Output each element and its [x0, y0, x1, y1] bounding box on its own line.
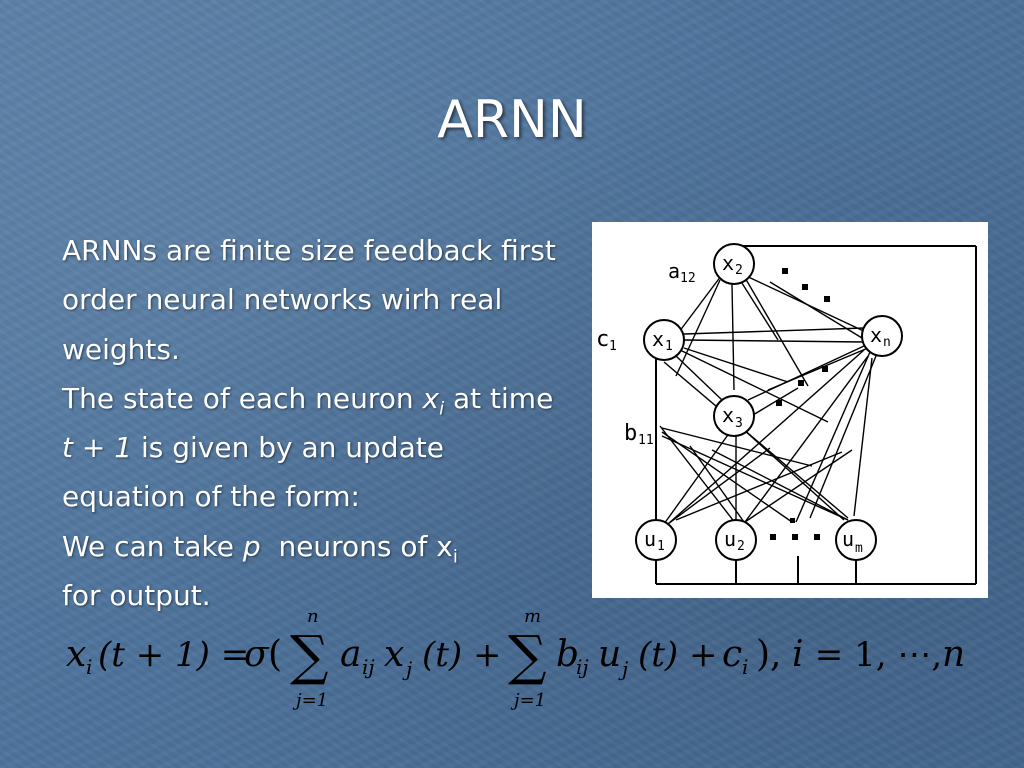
eq-index-i: i — [792, 634, 804, 675]
eq-a: a — [340, 634, 361, 675]
neuron-x1-sub: 1 — [665, 339, 673, 354]
neuron-x2-label: x — [722, 251, 734, 275]
body-line: weights. — [62, 325, 602, 374]
neuron-xn-sub: n — [883, 335, 891, 350]
network-diagram-svg: x 2 x 1 x n x 3 u 1 u 2 u m a 12 c 1 b 1… — [596, 243, 977, 585]
body-text-segment: We can take — [62, 529, 243, 563]
eq-sigma: σ — [244, 634, 270, 675]
eq-x-sub: i — [86, 655, 92, 679]
variable-subscript: i — [439, 398, 445, 420]
neuron-xn-label: x — [870, 323, 882, 347]
eq-b-sub: ij — [576, 655, 589, 679]
eq-close-paren: ), — [756, 634, 782, 675]
body-text-segment: neurons of x — [260, 529, 453, 563]
eq-sum1-lower: j=1 — [292, 690, 328, 711]
neuron-circles — [635, 243, 903, 561]
eq-xj-sub: j — [402, 657, 412, 681]
update-equation-svg: x i (t + 1) = σ ( n ∑ j=1 a ij x j (t) +… — [66, 606, 965, 711]
input-um-sub: m — [855, 541, 863, 556]
input-u1-sub: 1 — [657, 539, 665, 554]
input-u2-label: u — [724, 527, 736, 551]
eq-a-sub: ij — [362, 655, 375, 679]
body-line: for output. — [62, 571, 602, 620]
slide-title: ARNN — [437, 90, 587, 150]
slide-body: ARNNs are finite size feedback first ord… — [62, 226, 602, 620]
update-equation: x i (t + 1) = σ ( n ∑ j=1 a ij x j (t) +… — [0, 598, 1024, 718]
input-u1-label: u — [644, 527, 656, 551]
diagram-edges — [659, 271, 877, 527]
weight-a12-label: a — [668, 259, 680, 283]
eq-sum1-symbol: ∑ — [290, 624, 329, 687]
neuron-x1-label: x — [652, 327, 664, 351]
weight-a12-sub: 12 — [680, 271, 696, 286]
body-line: order neural networks wirh real — [62, 275, 602, 324]
body-line: equation of the form: — [62, 472, 602, 521]
eq-sum2-lower: j=1 — [510, 690, 546, 711]
input-um-label: u — [842, 527, 854, 551]
eq-c: c — [722, 634, 742, 675]
body-text-segment: ARNNs are finite size feedback first — [62, 234, 556, 267]
eq-term1: (t) + — [422, 635, 502, 675]
ellipsis-dots — [770, 268, 830, 540]
weight-b11-label: b — [624, 421, 637, 446]
eq-b: b — [556, 634, 579, 675]
variable-x: x — [422, 381, 440, 415]
variable-p: p — [242, 529, 261, 563]
eq-u-sub: j — [618, 657, 628, 681]
variable-t-plus-1: t + 1 — [62, 431, 133, 465]
body-text-segment: at time — [444, 381, 554, 415]
eq-lhs-arg: (t + 1) = — [98, 635, 249, 675]
body-line: We can take p neurons of xi — [62, 522, 602, 571]
eq-xj: x — [384, 634, 404, 675]
body-text-segment: order neural networks wirh real — [62, 283, 503, 317]
eq-x: x — [66, 634, 86, 675]
eq-term2: (t) + — [638, 635, 718, 675]
body-text-segment: for output. — [62, 579, 211, 613]
body-line: The state of each neuron xi at time — [62, 374, 602, 423]
eq-sum2-symbol: ∑ — [508, 624, 547, 687]
bias-c1-sub: 1 — [609, 339, 617, 354]
eq-sum2-upper: m — [524, 606, 541, 627]
body-text-segment: is given by an update — [132, 431, 444, 465]
body-text-segment: The state of each neuron — [62, 381, 423, 415]
eq-index-n: n — [942, 634, 965, 675]
neuron-x2-sub: 2 — [735, 263, 743, 278]
input-u2-sub: 2 — [737, 539, 745, 554]
neuron-x3-label: x — [722, 403, 734, 427]
eq-sum1-upper: n — [307, 606, 319, 627]
body-text-segment: weights. — [62, 332, 180, 366]
eq-c-sub: i — [742, 655, 748, 679]
body-text-segment: equation of the form: — [62, 480, 360, 514]
neuron-labels: x 2 x 1 x n x 3 u 1 u 2 u m a 12 c 1 b 1… — [596, 251, 891, 556]
weight-b11-sub: 11 — [638, 433, 654, 448]
body-line: ARNNs are finite size feedback first — [62, 226, 602, 275]
eq-range: = 1, ⋯, — [804, 635, 953, 675]
network-diagram: x 2 x 1 x n x 3 u 1 u 2 u m a 12 c 1 b 1… — [592, 222, 988, 598]
neuron-x3-sub: 3 — [735, 416, 743, 431]
body-line: t + 1 is given by an update — [62, 423, 602, 472]
variable-subscript: i — [452, 546, 458, 568]
eq-u: u — [598, 634, 621, 675]
eq-open-paren: ( — [268, 634, 282, 675]
diagram-frame — [655, 245, 977, 585]
bias-c1-label: c — [596, 327, 609, 352]
